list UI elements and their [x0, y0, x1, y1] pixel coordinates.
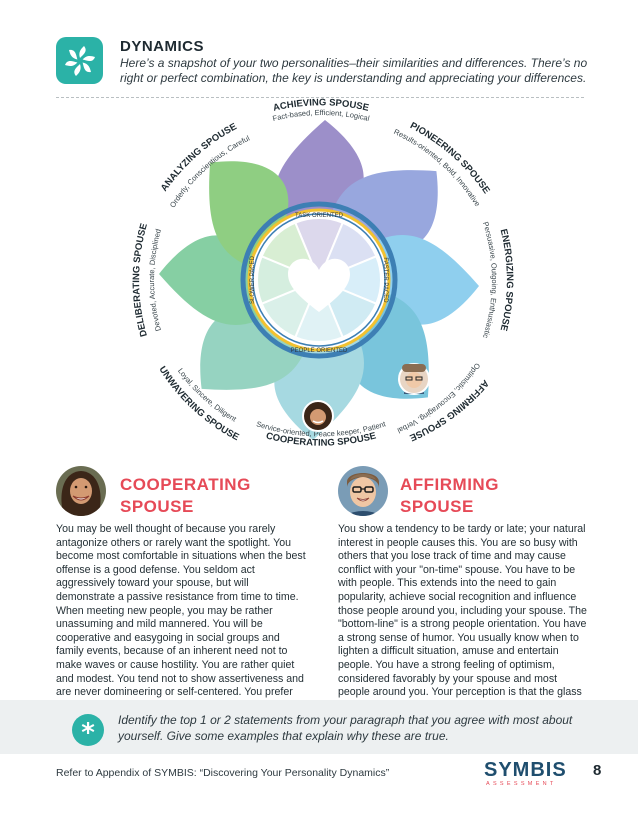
- label-deliberating: DELIBERATING SPOUSE: [131, 222, 150, 338]
- affirming-body: You show a tendency to be tardy or late;…: [338, 523, 587, 712]
- svg-text:Persuasive, Outgoing, Enthusia: Persuasive, Outgoing, Enthusiastic: [481, 221, 499, 340]
- slower-paced-label: SLOWER PACED: [250, 255, 256, 304]
- avatar-cooperating-small: [302, 400, 334, 432]
- traits-energizing: Persuasive, Outgoing, Enthusiastic: [481, 221, 499, 340]
- affirming-title: AFFIRMING SPOUSE: [400, 474, 499, 518]
- outer-ring: [240, 201, 398, 359]
- avatar-affirming-small: [398, 363, 430, 395]
- avatar-cooperating: [56, 466, 106, 516]
- cooperating-title-line1: COOPERATING: [120, 475, 251, 494]
- heart-icon: [288, 258, 350, 312]
- logo-sub-text: ASSESSMENT: [486, 781, 557, 787]
- avatar-affirming: [338, 466, 388, 516]
- label-achieving: ACHIEVING SPOUSE: [272, 97, 370, 114]
- page-subtitle: Here’s a snapshot of your two personalit…: [120, 56, 588, 85]
- traits-deliberating: Devoted, Accurate, Disciplined: [147, 228, 163, 332]
- svg-text:Devoted, Accurate, Disciplined: Devoted, Accurate, Disciplined: [147, 228, 163, 332]
- svg-text:DELIBERATING SPOUSE: DELIBERATING SPOUSE: [131, 222, 150, 338]
- svg-text:ENERGIZING SPOUSE: ENERGIZING SPOUSE: [498, 228, 515, 332]
- logo-main-text: SYMBIS: [484, 759, 567, 781]
- faster-paced-label: FASTER PACED: [382, 257, 388, 303]
- symbis-logo: SYMBIS ASSESSMENT: [484, 760, 576, 790]
- cooperating-title: COOPERATING SPOUSE: [120, 474, 251, 518]
- svg-text:ACHIEVING SPOUSE: ACHIEVING SPOUSE: [272, 97, 370, 114]
- page-number: 8: [593, 762, 602, 779]
- asterisk-icon: *: [72, 714, 104, 748]
- reflection-band: [0, 700, 638, 754]
- affirming-title-line2: SPOUSE: [400, 497, 474, 516]
- reflection-prompt: Identify the top 1 or 2 statements from …: [118, 713, 573, 743]
- people-oriented-label: PEOPLE ORIENTED: [291, 348, 348, 354]
- task-oriented-label: TASK ORIENTED: [295, 213, 344, 219]
- footer-reference: Refer to Appendix of SYMBIS: “Discoverin…: [56, 767, 390, 779]
- affirming-title-line1: AFFIRMING: [400, 475, 499, 494]
- cooperating-body: You may be well thought of because you r…: [56, 523, 306, 725]
- divider: [56, 97, 584, 98]
- pinwheel-icon: [56, 37, 103, 84]
- cooperating-title-line2: SPOUSE: [120, 497, 194, 516]
- personality-wheel: TASK ORIENTED PEOPLE ORIENTED SLOWER PAC…: [131, 97, 515, 448]
- page-title: DYNAMICS: [120, 38, 205, 55]
- label-energizing: ENERGIZING SPOUSE: [498, 228, 515, 332]
